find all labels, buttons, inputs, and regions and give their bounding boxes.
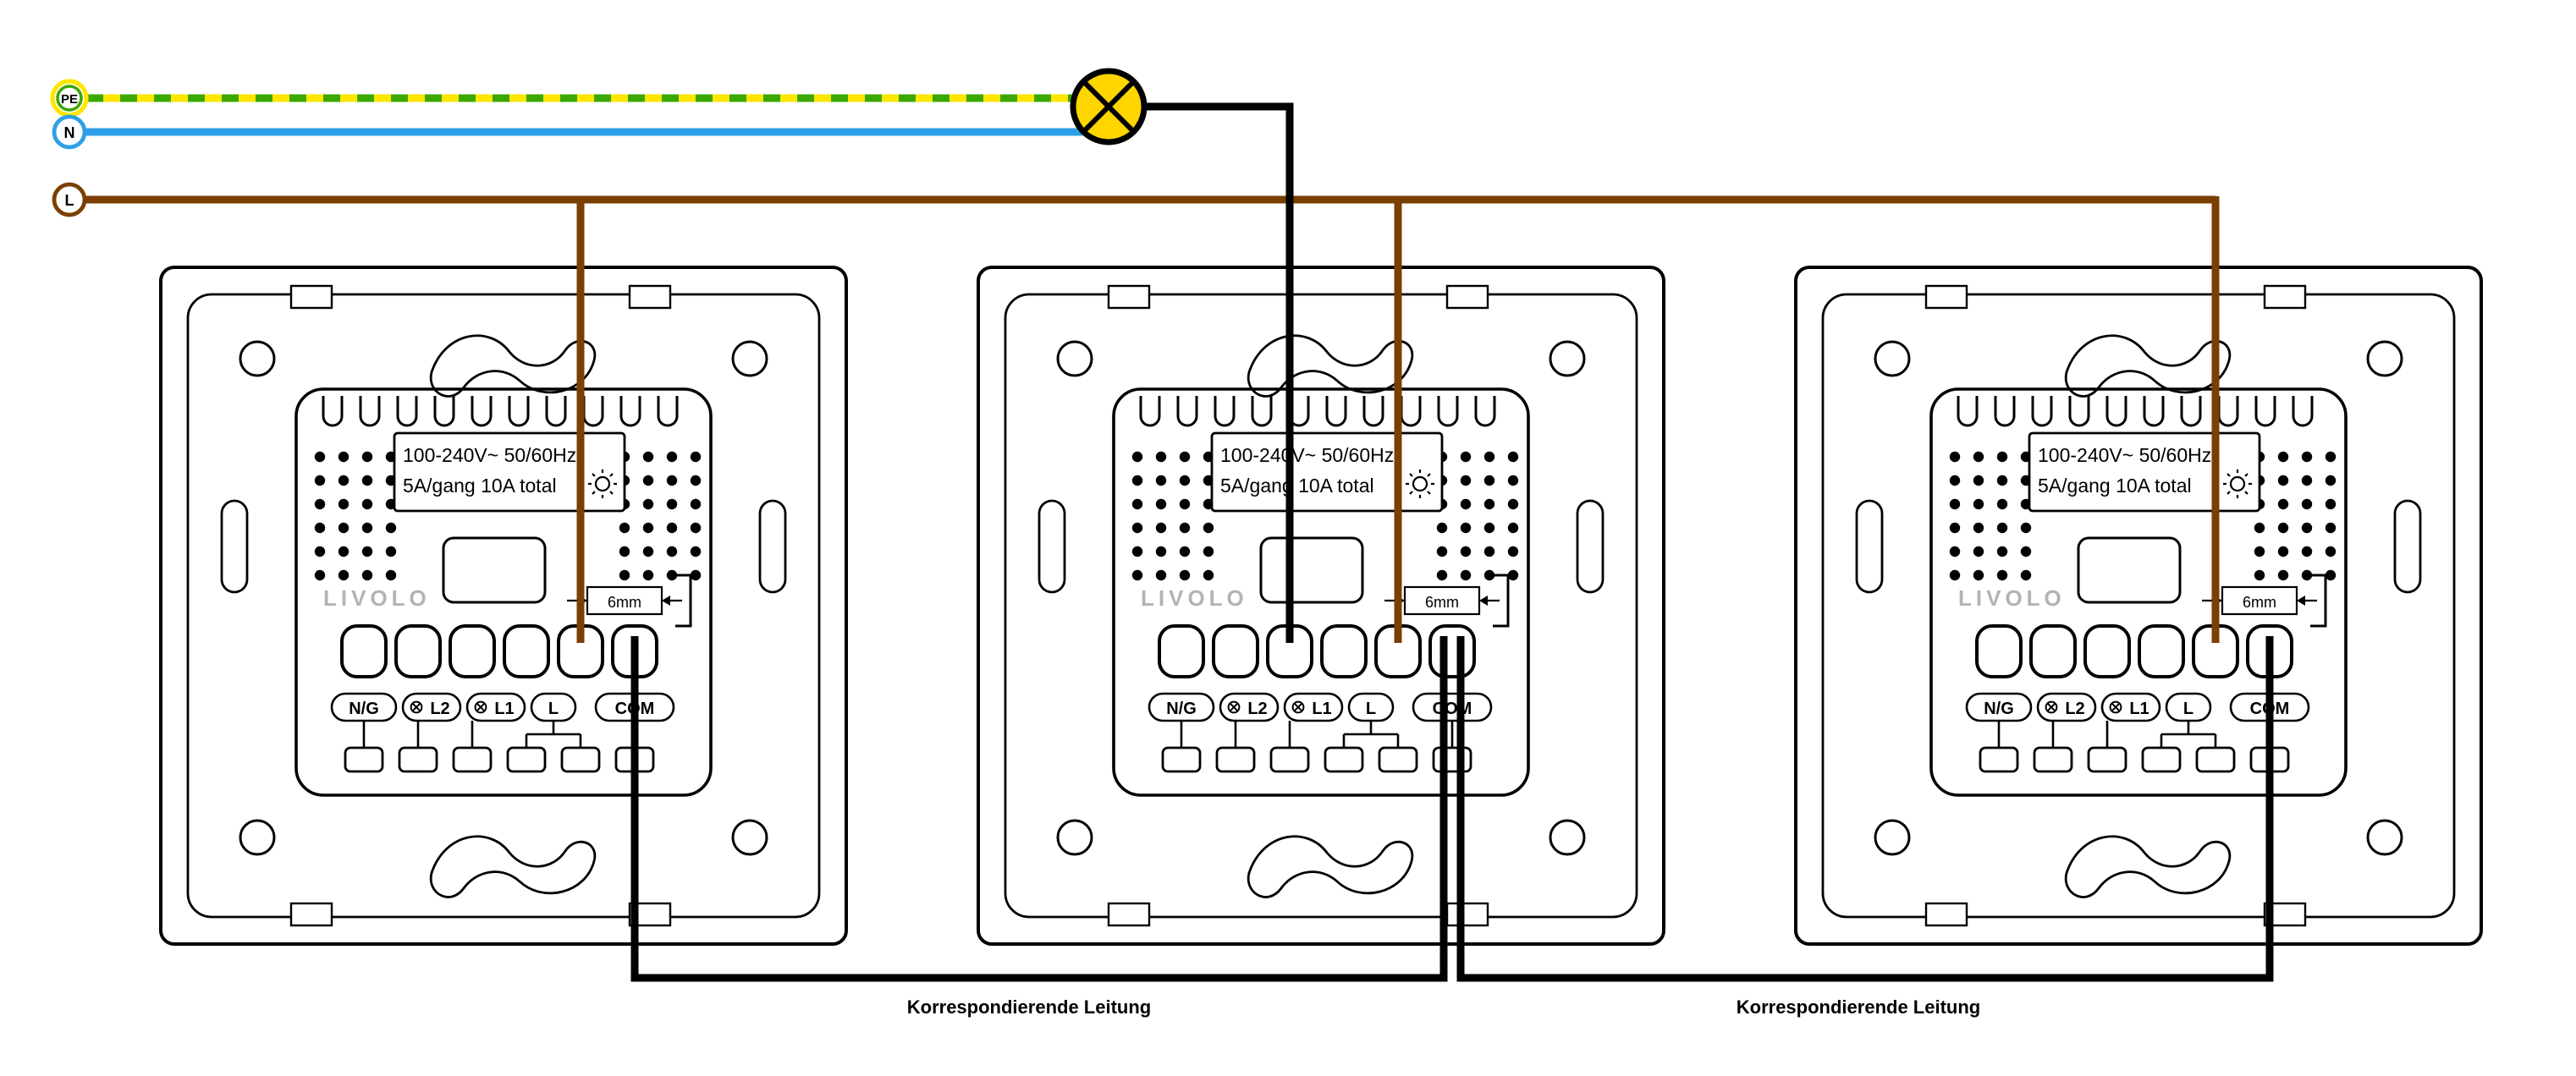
pe-badge: PE	[50, 79, 89, 118]
lamp-cross	[1082, 80, 1136, 134]
corresponding-line-label-1: Korrespondierende Leitung	[907, 996, 1151, 1018]
live-wire	[85, 195, 2220, 643]
corresponding-line-label-2: Korrespondierende Leitung	[1737, 996, 1980, 1018]
l-badge: L	[52, 182, 87, 217]
n-badge-label: N	[64, 124, 75, 141]
wiring	[85, 94, 2274, 982]
switch-3	[1796, 267, 2481, 944]
switch-2	[978, 267, 1664, 944]
lamp-load-wire	[1142, 102, 1294, 643]
n-badge: N	[52, 114, 87, 150]
pe-badge-label: PE	[61, 92, 78, 107]
lamp	[1070, 68, 1148, 145]
corresponding-wire-2	[1456, 636, 2274, 982]
corresponding-wire-1	[630, 636, 1448, 982]
switch-1	[161, 267, 846, 944]
l-badge-label: L	[65, 192, 74, 209]
wire-legend: PE N L	[50, 79, 89, 217]
